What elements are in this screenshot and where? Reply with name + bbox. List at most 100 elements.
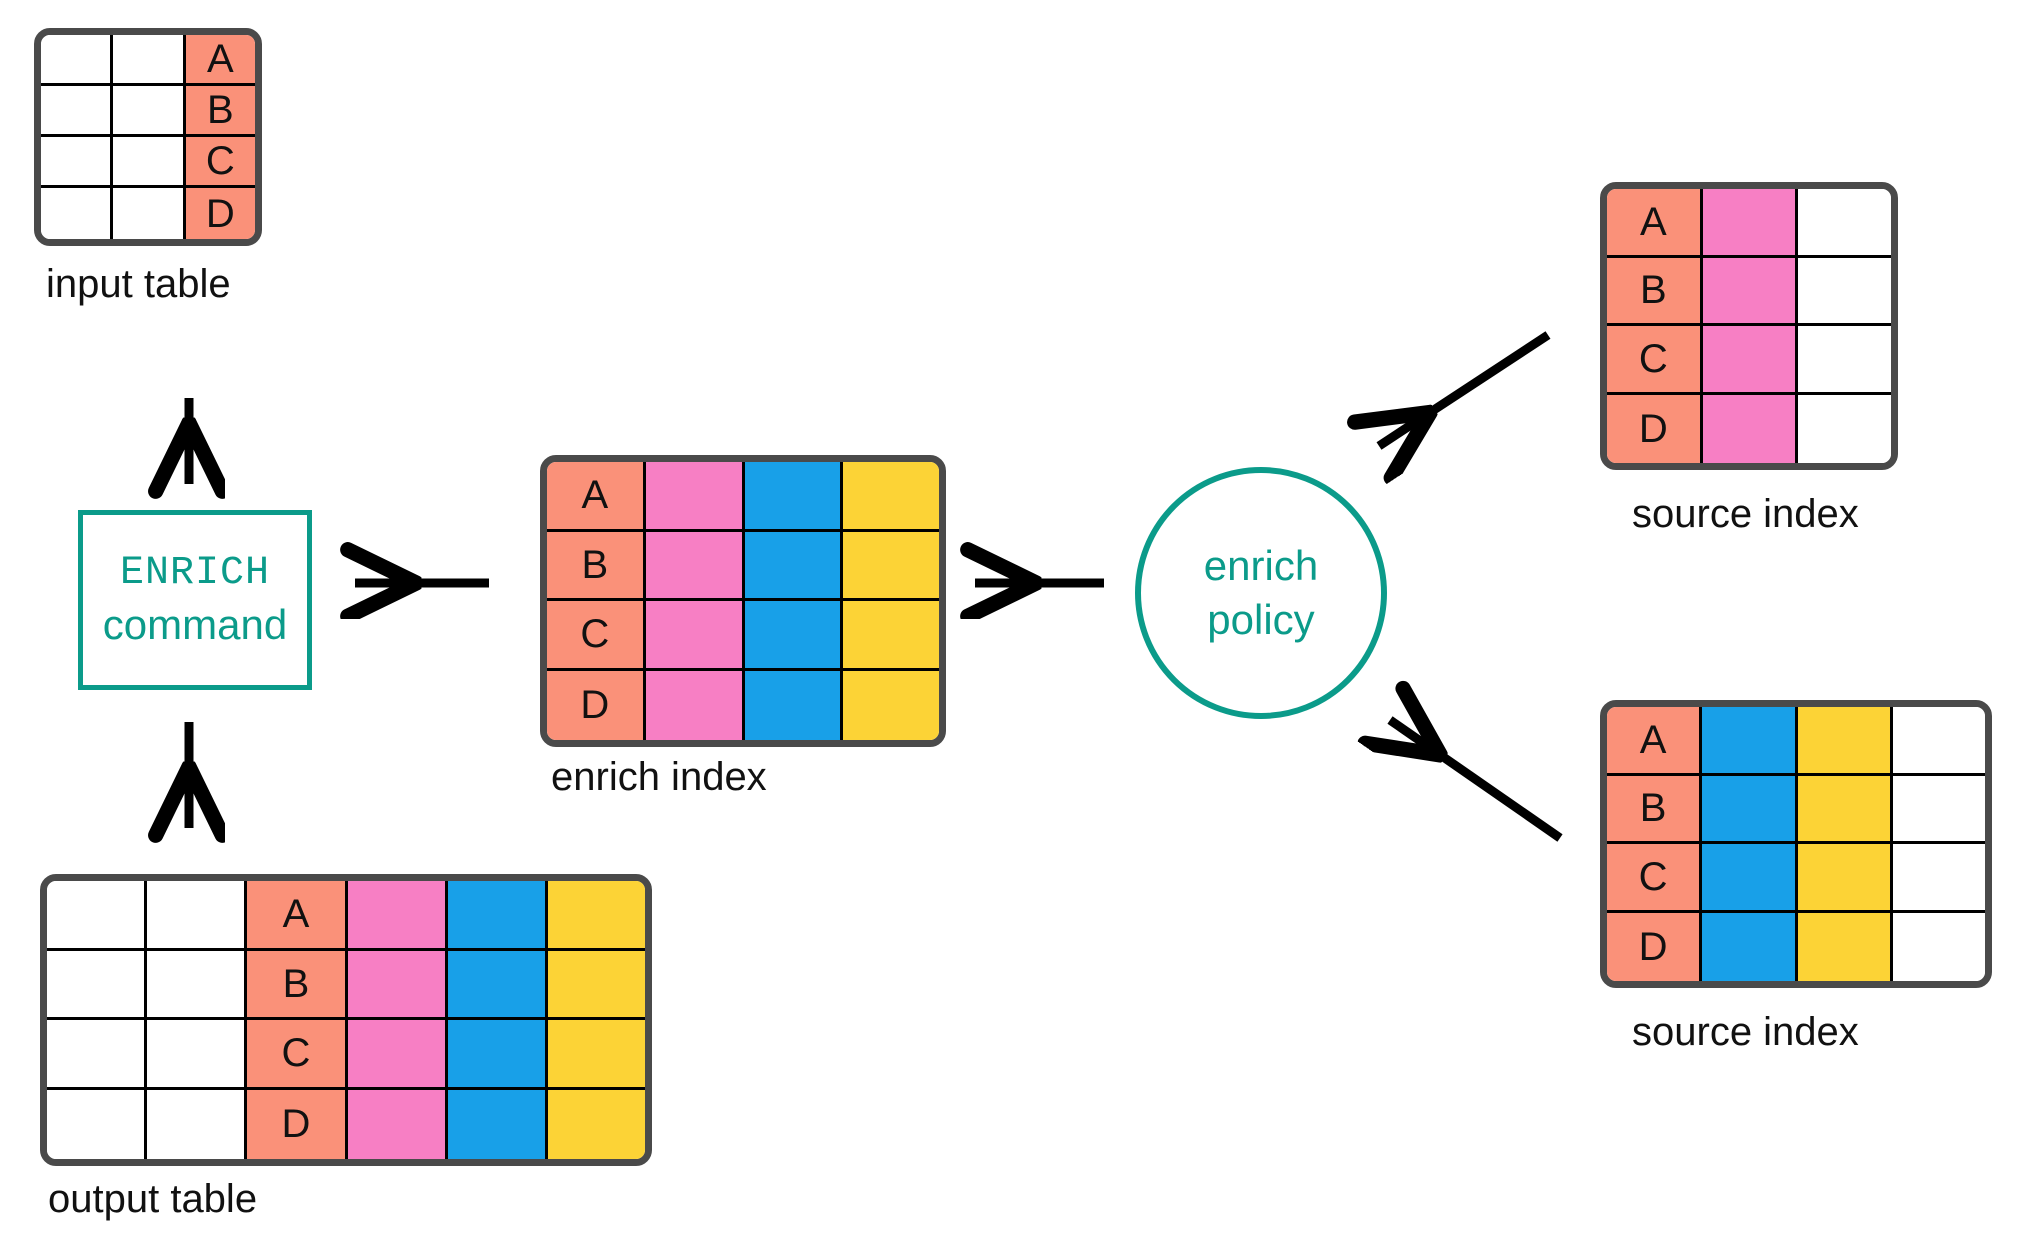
table-cell <box>1798 189 1891 258</box>
table-row: C <box>1607 326 1891 395</box>
table-row: D <box>47 1089 645 1159</box>
table-cell <box>1892 912 1985 981</box>
table-row: B <box>1607 775 1985 844</box>
table-cell <box>347 1020 448 1090</box>
table-cell-key: D <box>185 188 255 239</box>
table-cell <box>744 462 844 532</box>
table-cell-key: C <box>1607 326 1703 395</box>
table-cell <box>1797 775 1893 844</box>
table-cell <box>547 1020 645 1090</box>
table-cell <box>147 881 248 951</box>
table-cell <box>113 137 186 188</box>
table-cell-key: A <box>1607 707 1703 776</box>
table-cell <box>744 670 844 740</box>
table-cell-key: C <box>1607 844 1703 913</box>
output-table-caption: output table <box>48 1177 258 1221</box>
table-cell-key: A <box>547 462 646 532</box>
table-row: A <box>1607 189 1891 258</box>
table-cell-key: A <box>247 881 348 951</box>
table-cell-key: A <box>185 35 255 86</box>
table-cell <box>47 1089 148 1159</box>
table-cell <box>41 188 114 239</box>
table-cell-key: D <box>547 670 646 740</box>
enrich-policy-line1: enrich <box>1203 542 1319 590</box>
enrich-policy-line2: policy <box>1207 596 1315 643</box>
table-cell <box>1892 707 1985 776</box>
table-cell <box>1797 844 1893 913</box>
table-cell <box>41 86 114 137</box>
table-cell <box>1892 844 1985 913</box>
table-cell <box>447 950 548 1020</box>
table-cell-key: C <box>247 1020 348 1090</box>
table-cell <box>113 188 186 239</box>
table-cell <box>47 1020 148 1090</box>
table-cell-key: B <box>185 86 255 137</box>
table-cell <box>1798 326 1891 395</box>
table-cell <box>113 35 186 86</box>
table-cell-key: C <box>547 601 646 671</box>
table-cell-key: B <box>247 950 348 1020</box>
arrow-source-index-top-to-policy <box>1379 331 1551 446</box>
table-row: B <box>1607 257 1891 326</box>
table-cell <box>347 950 448 1020</box>
source-index-top-caption: source index <box>1632 492 1859 536</box>
table-cell <box>1702 189 1799 258</box>
table-cell <box>147 950 248 1020</box>
enrich-command-box[interactable]: ENRICH command <box>78 510 312 690</box>
table-row: C <box>547 601 939 671</box>
table-row: C <box>1607 844 1985 913</box>
table-row: A <box>547 462 939 532</box>
table-cell <box>744 531 844 601</box>
table-cell <box>843 601 939 671</box>
table-cell <box>1702 326 1799 395</box>
table-cell <box>147 1020 248 1090</box>
table-row: B <box>547 531 939 601</box>
table-row: A <box>41 35 255 86</box>
table-cell <box>1702 912 1798 981</box>
table-cell <box>447 1020 548 1090</box>
enrich-command-line2: command <box>102 600 288 648</box>
table-row: D <box>1607 912 1985 981</box>
enrich-index-caption: enrich index <box>551 755 767 799</box>
table-cell-key: D <box>1607 912 1703 981</box>
table-cell <box>347 881 448 951</box>
table-cell <box>447 1089 548 1159</box>
table-cell-key: D <box>1607 394 1703 463</box>
table-row: D <box>41 188 255 239</box>
table-cell <box>347 1089 448 1159</box>
table-cell <box>1892 775 1985 844</box>
enrich-policy-circle[interactable]: enrich policy <box>1135 467 1387 719</box>
table-row: A <box>47 881 645 951</box>
table-cell <box>41 137 114 188</box>
table-row: C <box>41 137 255 188</box>
table-cell <box>147 1089 248 1159</box>
table-row: B <box>47 950 645 1020</box>
table-cell <box>547 881 645 951</box>
table-cell-key: A <box>1607 189 1703 258</box>
table-cell <box>113 86 186 137</box>
table-cell <box>1702 707 1798 776</box>
table-cell <box>47 950 148 1020</box>
table-cell <box>645 531 745 601</box>
table-row: B <box>41 86 255 137</box>
table-cell <box>843 462 939 532</box>
table-cell <box>447 881 548 951</box>
table-cell <box>1798 257 1891 326</box>
table-cell <box>1702 775 1798 844</box>
table-cell <box>547 1089 645 1159</box>
table-cell <box>41 35 114 86</box>
table-cell-key: D <box>247 1089 348 1159</box>
table-cell <box>1702 844 1798 913</box>
table-cell-key: B <box>547 531 646 601</box>
table-cell <box>744 601 844 671</box>
table-cell <box>1797 707 1893 776</box>
input-table-caption: input table <box>46 262 231 306</box>
table-cell-key: B <box>1607 257 1703 326</box>
table-cell <box>645 462 745 532</box>
table-cell <box>1798 394 1891 463</box>
table-cell <box>843 670 939 740</box>
enrich-command-line1: ENRICH <box>119 550 271 596</box>
table-cell <box>645 601 745 671</box>
